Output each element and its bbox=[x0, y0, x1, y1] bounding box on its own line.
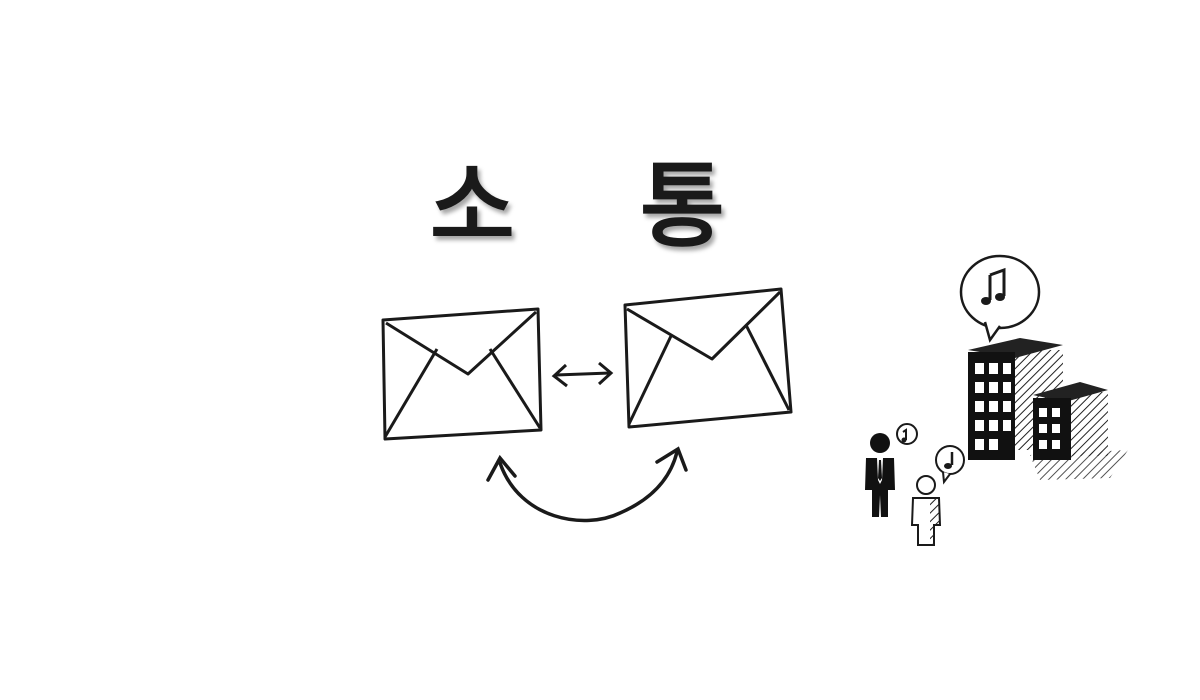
office-building-icon bbox=[968, 338, 1128, 480]
double-arrow-icon bbox=[551, 361, 614, 388]
businessman-icon bbox=[865, 433, 895, 517]
person-icon bbox=[910, 475, 942, 546]
right-envelope-icon bbox=[623, 287, 793, 429]
title-syllable-so: 소 bbox=[430, 152, 515, 260]
curved-double-arrow-icon bbox=[486, 446, 688, 523]
small-speech-bubble-icon bbox=[896, 423, 918, 445]
music-note-speech-bubble-icon bbox=[959, 254, 1041, 343]
left-envelope-icon bbox=[381, 307, 543, 441]
title-syllable-tong: 통 bbox=[640, 152, 725, 260]
small-music-bubble-icon bbox=[935, 445, 965, 485]
